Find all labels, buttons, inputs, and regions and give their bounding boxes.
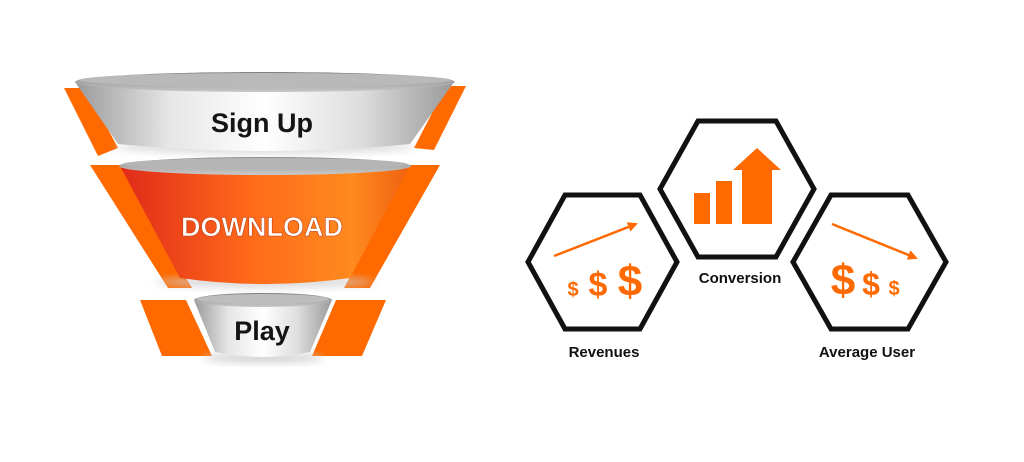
hexagon-frame bbox=[790, 192, 949, 332]
svg-text:$: $ bbox=[589, 266, 608, 304]
conversion-metric: Conversion bbox=[657, 118, 817, 287]
metric-label: Revenues bbox=[569, 344, 640, 361]
hexagon-frame bbox=[657, 118, 817, 260]
svg-text:$: $ bbox=[888, 278, 899, 300]
svg-text:$: $ bbox=[831, 256, 855, 305]
falling-dollars-icon: $ $ $ bbox=[831, 222, 918, 305]
bar-chart-up-arrow-icon bbox=[694, 148, 781, 224]
svg-text:$: $ bbox=[862, 266, 880, 302]
metric-label: Conversion bbox=[699, 270, 782, 287]
funnel-stage-play: Play bbox=[194, 293, 332, 363]
revenues-metric: $ $ $ Revenues bbox=[525, 192, 680, 361]
funnel-stage-label: Play bbox=[234, 316, 290, 346]
metric-label: Average User bbox=[819, 344, 915, 361]
hexagon-frame bbox=[525, 192, 680, 332]
metric-hexagons: $ $ $ Revenues Conversion $ $ $ bbox=[525, 118, 949, 361]
rising-dollars-icon: $ $ $ bbox=[553, 222, 642, 306]
funnel-stage-sign-up: Sign Up bbox=[75, 72, 455, 154]
svg-text:$: $ bbox=[618, 257, 642, 306]
sales-funnel: Sign Up DOWNLOAD Play bbox=[64, 72, 466, 363]
funnel-stage-download: DOWNLOAD bbox=[119, 157, 411, 288]
funnel-stage-label: Sign Up bbox=[211, 108, 313, 138]
svg-text:$: $ bbox=[567, 279, 578, 301]
average-user-metric: $ $ $ Average User bbox=[790, 192, 949, 361]
funnel-side-strips bbox=[64, 86, 466, 356]
funnel-stage-label: DOWNLOAD bbox=[181, 212, 343, 242]
